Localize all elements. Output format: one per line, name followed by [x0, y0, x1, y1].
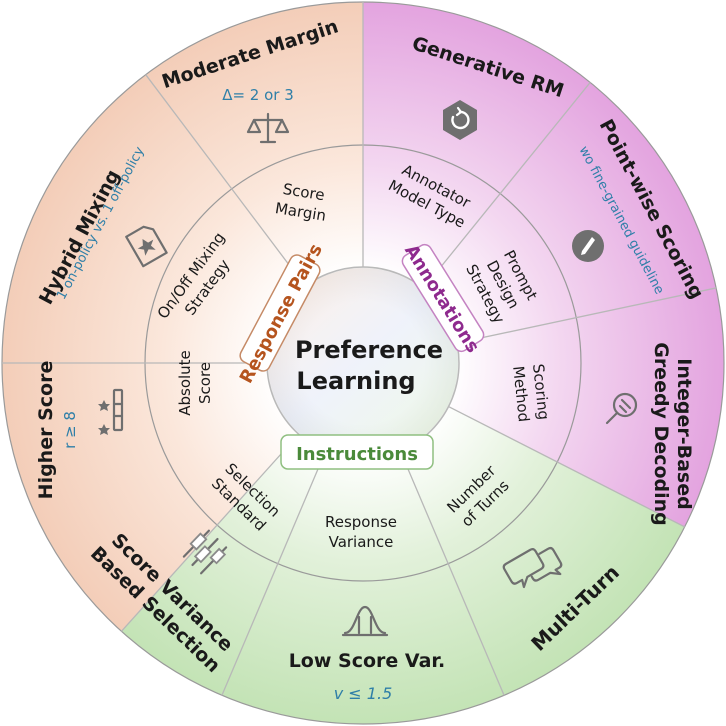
- outer-higher-score: Higher Score r ≥ 8: [35, 361, 124, 500]
- document-star-icon: [125, 225, 168, 268]
- svg-text:Method: Method: [509, 365, 533, 423]
- divider-prompt-scoring: [456, 287, 717, 344]
- center-title-line1: Preference: [295, 336, 443, 364]
- svg-text:Greedy Decoding: Greedy Decoding: [650, 342, 672, 526]
- center-tint: [268, 268, 458, 458]
- middle-response-variance: Response Variance: [325, 513, 397, 551]
- bell-curve-icon: [341, 605, 389, 637]
- sector-instructions: [121, 406, 685, 724]
- pen-badge-icon: [572, 230, 604, 262]
- svg-text:Instructions: Instructions: [296, 444, 418, 465]
- balance-scale-icon: [246, 112, 290, 144]
- hexagon-refresh-icon: [443, 100, 477, 140]
- center-title-line2: Learning: [296, 367, 415, 395]
- svg-text:Integer-Based: Integer-Based: [673, 358, 695, 509]
- svg-text:v ≤ 1.5: v ≤ 1.5: [334, 684, 393, 703]
- svg-text:Response: Response: [325, 513, 397, 531]
- svg-text:Δ= 2 or 3: Δ= 2 or 3: [222, 86, 294, 104]
- svg-text:Scoring: Scoring: [529, 363, 553, 421]
- svg-text:Variance: Variance: [329, 533, 394, 551]
- svg-text:Low Score Var.: Low Score Var.: [289, 650, 446, 672]
- svg-text:Absolute: Absolute: [176, 350, 194, 416]
- middle-scoring-method: Scoring Method: [509, 363, 553, 423]
- middle-absolute-score: Absolute Score: [176, 350, 214, 416]
- divider-instructions-response: [120, 433, 300, 632]
- chat-bubbles-icon: [502, 546, 563, 589]
- sector-response-pairs: [1, 2, 363, 632]
- divider-annotations-instructions: [448, 406, 685, 528]
- middle-prompt-design-strategy: Prompt Design Strategy: [462, 247, 541, 326]
- candlestick-icon: [182, 529, 228, 575]
- divider-selection-variance: [399, 451, 505, 696]
- ranking-bars-icon: [98, 388, 124, 435]
- category-badge-instructions: Instructions: [280, 434, 434, 470]
- segment-dividers: [2, 2, 717, 696]
- divider-variance-turns: [221, 451, 327, 696]
- divider-annotator-prompt: [422, 82, 591, 289]
- magnifier-icon: [605, 392, 638, 425]
- outer-low-score-var: Low Score Var. v ≤ 1.5: [289, 605, 446, 703]
- svg-text:Score: Score: [196, 362, 214, 404]
- divider-margin-mixing: [145, 74, 306, 287]
- svg-text:Higher Score: Higher Score: [35, 361, 57, 500]
- svg-text:r ≥ 8: r ≥ 8: [61, 411, 79, 449]
- outer-greedy-decoding: Integer-Based Greedy Decoding: [605, 342, 695, 526]
